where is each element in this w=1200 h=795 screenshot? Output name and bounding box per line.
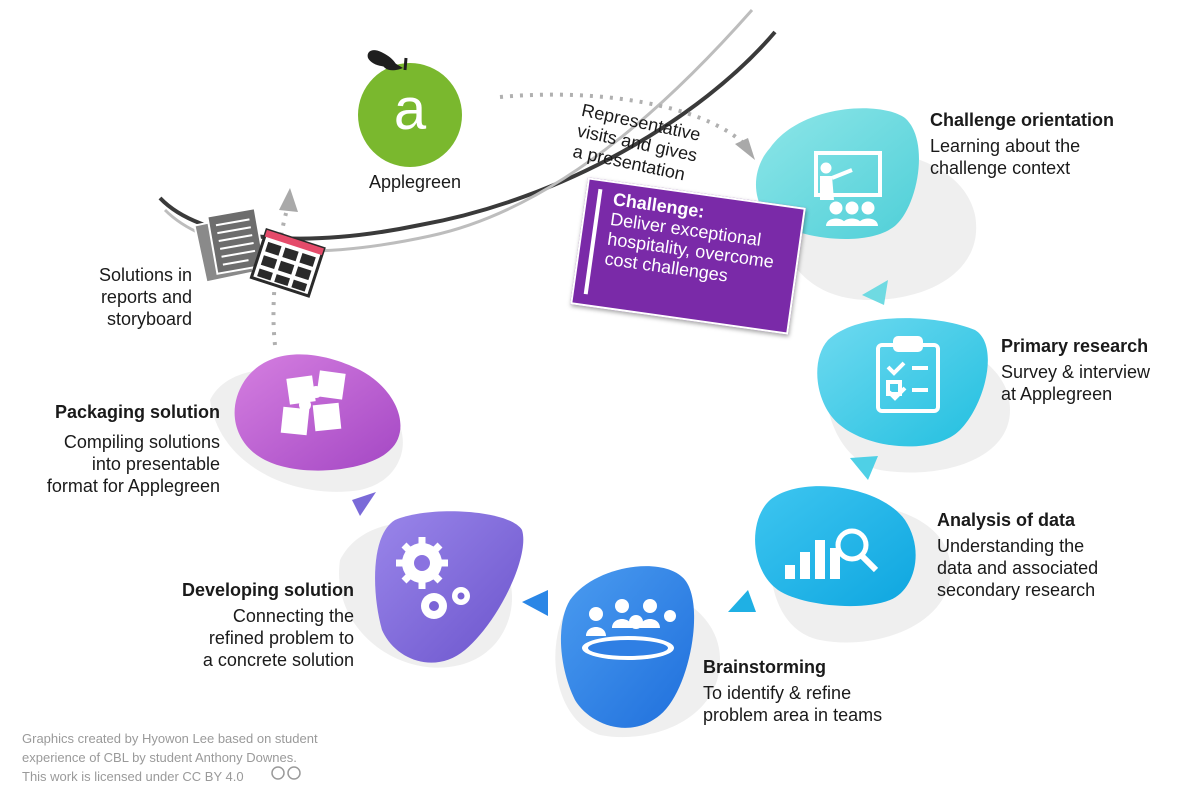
flow-arrow-2 xyxy=(850,456,878,480)
stage-desc-line-2: at Applegreen xyxy=(1001,384,1113,404)
flow-arrow-3 xyxy=(728,590,756,612)
stage-text-developing-solution: Developing solution Connecting the refin… xyxy=(130,579,354,671)
stage-desc-line-1: Connecting the xyxy=(232,606,354,626)
stage-desc-line-3: a concrete solution xyxy=(202,650,354,670)
applegreen-logo xyxy=(358,50,462,167)
cc-license-icon xyxy=(271,766,301,780)
stage-desc-line-2: into presentable xyxy=(91,454,220,474)
solutions-line-1: Solutions in xyxy=(98,265,192,285)
applegreen-logo-letter: a xyxy=(393,77,427,142)
footer-line-1: Graphics created by Hyowon Lee based on … xyxy=(22,731,318,746)
footer-credits: Graphics created by Hyowon Lee based on … xyxy=(22,729,362,786)
solutions-note: Solutions in reports and storyboard xyxy=(60,264,192,330)
stage-desc-line-3: secondary research xyxy=(937,580,1096,600)
bar-chart-magnifier-icon xyxy=(785,528,879,579)
presentation-icon xyxy=(814,151,882,226)
stage-desc-line-1: Understanding the xyxy=(937,536,1085,556)
documents-icon xyxy=(193,207,266,284)
stage-desc-line-2: challenge context xyxy=(930,158,1071,178)
stage-blob-developing-solution xyxy=(375,511,524,663)
stage-desc-line-1: Learning about the xyxy=(930,136,1081,156)
stage-title: Analysis of data xyxy=(937,510,1076,530)
flow-arrow-4 xyxy=(522,590,548,616)
stage-text-brainstorming: Brainstorming To identify & refine probl… xyxy=(703,656,943,726)
stage-blob-primary-research xyxy=(817,318,988,447)
stage-desc-line-2: problem area in teams xyxy=(703,705,883,725)
challenge-accent-bar xyxy=(583,188,603,295)
arrowhead-to-orientation xyxy=(735,138,755,160)
flow-arrow-5 xyxy=(352,492,376,516)
stage-title: Packaging solution xyxy=(54,402,220,422)
stage-desc-line-1: To identify & refine xyxy=(703,683,852,703)
stage-title: Challenge orientation xyxy=(930,110,1115,130)
gears-icon xyxy=(396,537,470,619)
stage-text-packaging-solution: Packaging solution Compiling solutions i… xyxy=(10,401,220,497)
stage-text-analysis-of-data: Analysis of data Understanding the data … xyxy=(937,509,1167,601)
arrowhead-to-reports xyxy=(279,188,298,212)
storyboard-icon xyxy=(249,228,326,298)
puzzle-icon xyxy=(280,370,346,436)
stage-desc-line-2: refined problem to xyxy=(208,628,354,648)
stage-text-challenge-orientation: Challenge orientation Learning about the… xyxy=(930,109,1170,179)
stage-title: Brainstorming xyxy=(703,657,827,677)
stage-desc-line-2: data and associated xyxy=(937,558,1099,578)
footer-line-2: experience of CBL by student Anthony Dow… xyxy=(22,750,297,765)
stage-desc-line-1: Compiling solutions xyxy=(63,432,220,452)
stage-text-primary-research: Primary research Survey & interview at A… xyxy=(1001,335,1191,405)
footer-line-3: This work is licensed under CC BY 4.0 xyxy=(22,769,244,784)
meeting-table-icon xyxy=(582,599,676,660)
solutions-line-2: reports and xyxy=(100,287,192,307)
stage-blob-analysis-of-data xyxy=(755,486,916,607)
stage-title: Primary research xyxy=(1001,336,1149,356)
stage-title: Developing solution xyxy=(181,580,354,600)
stage-desc-line-1: Survey & interview xyxy=(1001,362,1151,382)
solutions-line-3: storyboard xyxy=(106,309,192,329)
flow-arrow-1 xyxy=(862,280,888,305)
applegreen-label: Applegreen xyxy=(368,172,462,192)
stage-desc-line-3: format for Applegreen xyxy=(46,476,220,496)
clipboard-checklist-icon xyxy=(876,336,940,413)
